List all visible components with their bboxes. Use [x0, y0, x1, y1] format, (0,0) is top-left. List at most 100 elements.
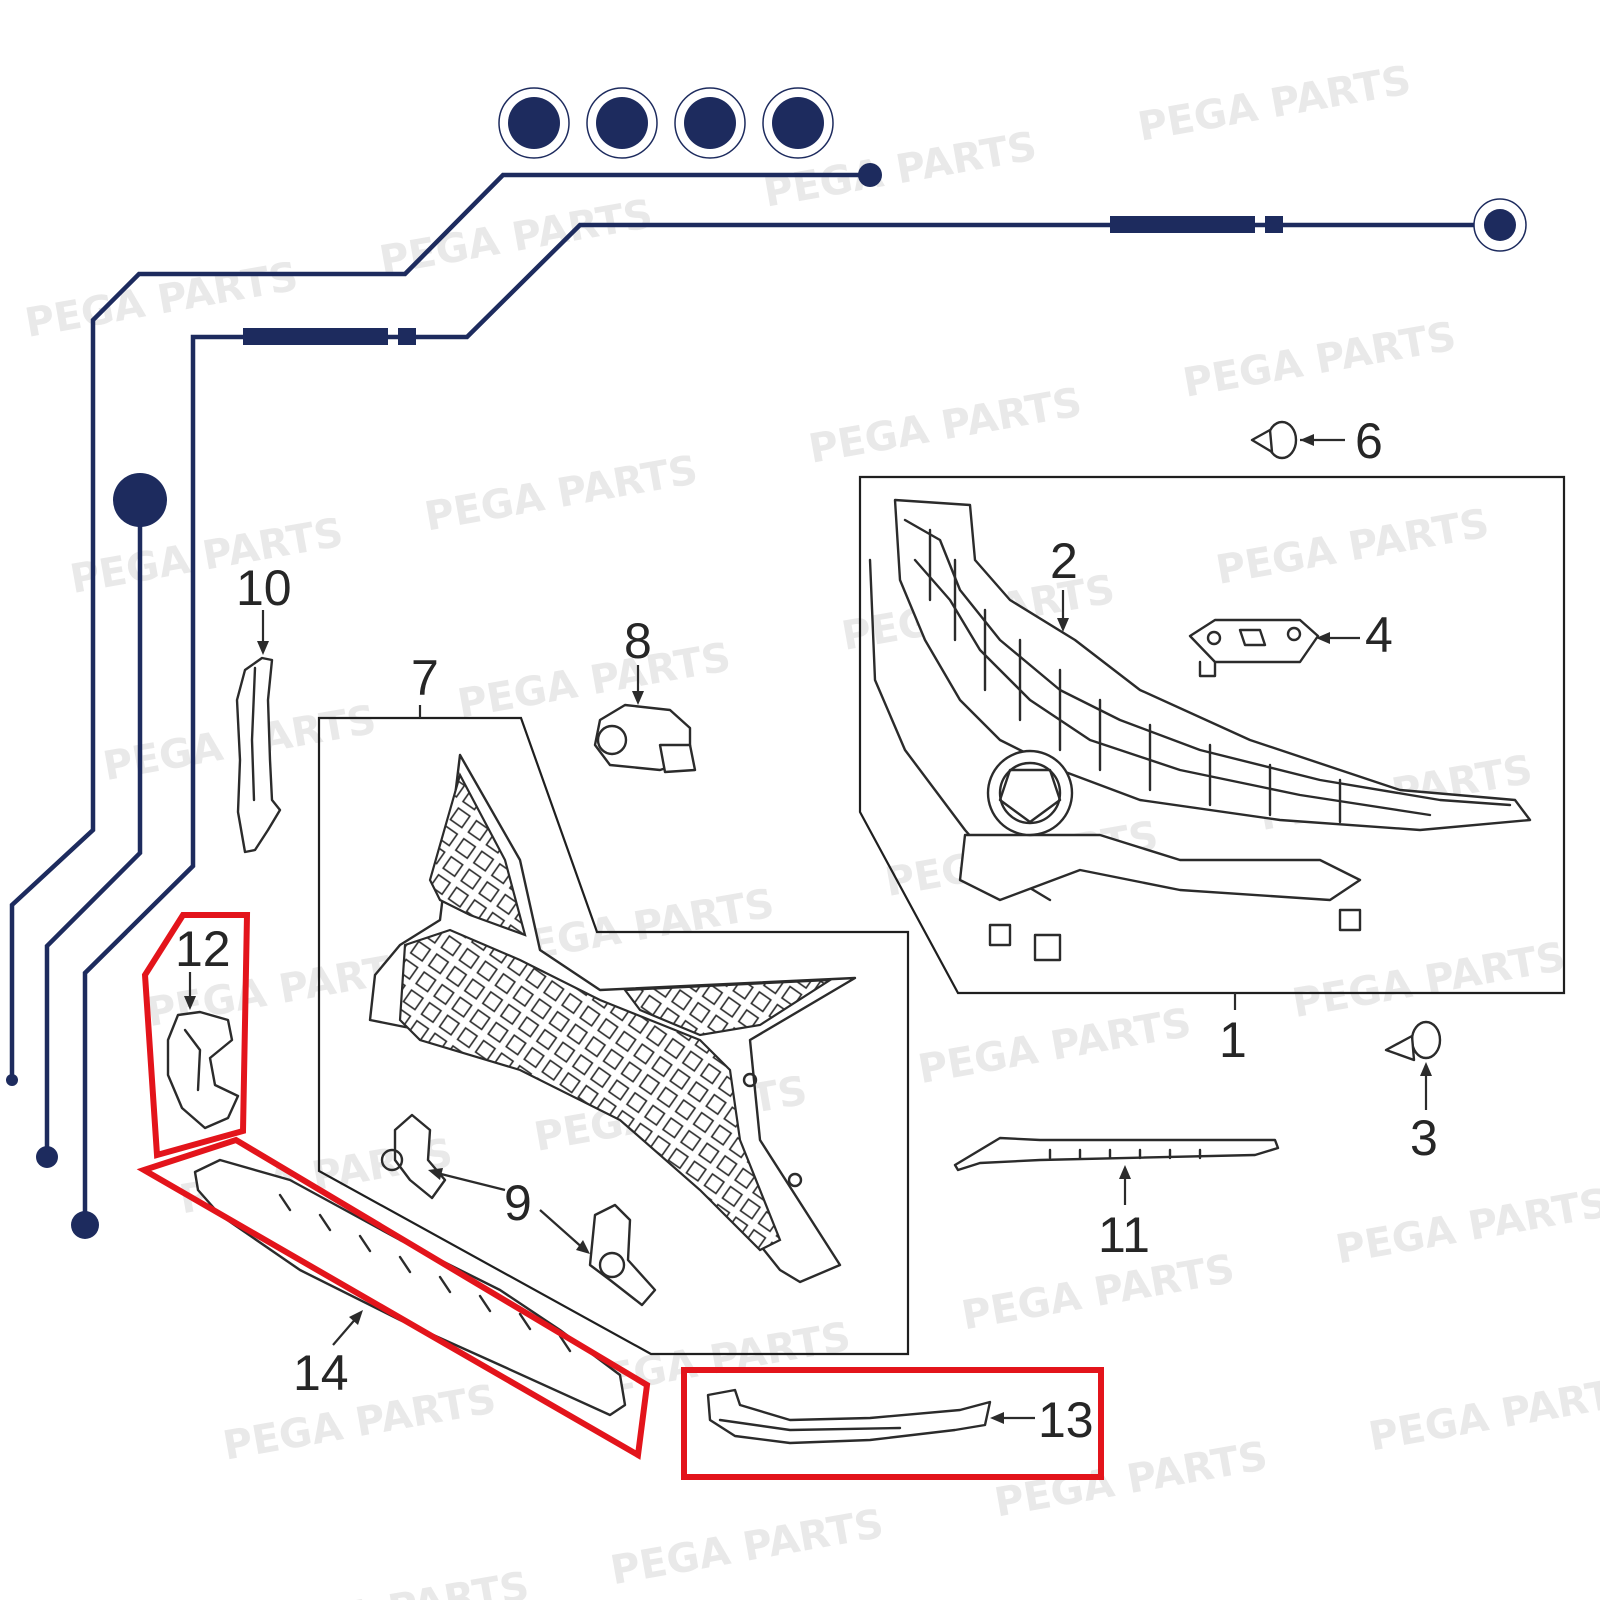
part-8-sensor [593, 703, 697, 774]
circuit-node [858, 163, 882, 187]
bracket-4-hole [1286, 626, 1302, 642]
circuit-trace-2 [82, 222, 1490, 1218]
strip-14-clips [278, 1193, 572, 1353]
watermark-text: PEGA PARTS [1289, 934, 1569, 1027]
emblem-mount [998, 768, 1062, 824]
lower-grille-mesh-right [622, 978, 835, 1037]
watermark-text: PEGA PARTS [67, 510, 347, 603]
strip-14-body [193, 1158, 627, 1417]
sensor-8-connector [658, 743, 697, 774]
watermark-text: PEGA PARTS [1365, 1367, 1600, 1460]
watermark-text: PEGA PARTS [454, 634, 734, 727]
part-6-clip [1250, 420, 1298, 460]
callout-8: 8 [624, 613, 652, 669]
watermark-text: PEGA PARTS [607, 1501, 887, 1594]
part-2-grille-frame [868, 498, 1532, 962]
part-7-lower-grille [368, 753, 857, 1284]
watermark-text: PEGA PARTS [1332, 1180, 1600, 1273]
watermark-text: PEGA PARTS [915, 1000, 1195, 1093]
part-13-lower-trim [706, 1388, 992, 1445]
lower-grille-mesh-upper [428, 772, 527, 937]
clip-3-shank [1384, 1034, 1416, 1062]
lower-grille-hole [787, 1172, 803, 1188]
part-9-bracket-lower [588, 1203, 657, 1307]
bracket-4-clip [1238, 628, 1267, 647]
dot-4 [772, 97, 824, 149]
circuit-node [1484, 209, 1516, 241]
leader-9b [539, 1209, 586, 1251]
sensor-8-face [596, 724, 628, 756]
part-14-lower-strip [193, 1158, 627, 1417]
bracket-9b-body [588, 1203, 657, 1307]
clip-3-head [1410, 1020, 1442, 1060]
callout-11: 11 [1098, 1207, 1150, 1263]
callout-3: 3 [1410, 1110, 1438, 1166]
leader-9a [432, 1170, 506, 1192]
highlight-box-13 [681, 1367, 1104, 1480]
part-12-bracket [166, 1010, 240, 1130]
dot-2 [596, 97, 648, 149]
bracket-12-body [166, 1010, 240, 1130]
arrowhead-9a [428, 1168, 443, 1180]
part-11-trim-strip [953, 1136, 1280, 1172]
arrowhead-12 [184, 996, 196, 1010]
assembly-1-group-box [858, 475, 1566, 995]
bracket-4-tab [1198, 660, 1217, 678]
circuit-trace-3 [44, 500, 143, 1150]
watermark-text: PEGA PARTS [253, 1563, 533, 1600]
part-10-side-molding [235, 656, 282, 854]
watermark-text: PEGA PARTS [1134, 57, 1414, 150]
highlight-box-14 [136, 1136, 651, 1460]
callout-7: 7 [411, 650, 439, 706]
arrowhead-3 [1420, 1062, 1432, 1076]
callout-13: 13 [1038, 1392, 1094, 1448]
watermark-text: PEGA PARTS [1213, 501, 1493, 594]
circuit-trace-1 [9, 172, 870, 1076]
trim-11-body [953, 1136, 1280, 1172]
highlight-box-12 [141, 912, 251, 1159]
callout-14: 14 [293, 1345, 349, 1401]
circuit-node [6, 1074, 18, 1086]
arrowhead-6 [1300, 434, 1314, 446]
dot-1 [508, 97, 560, 149]
arrowhead-10 [257, 641, 269, 655]
molding-10-body [235, 656, 282, 854]
callout-6: 6 [1355, 413, 1383, 469]
bracket-9b-hole [598, 1251, 626, 1279]
clip-6-shank [1250, 428, 1274, 454]
lower-grille-hole [742, 1072, 758, 1088]
grille-frame-body [893, 498, 1532, 832]
circuit-bar [398, 328, 416, 345]
watermark-text: PEGA PARTS [805, 379, 1085, 472]
circuit-node [113, 473, 167, 527]
part-4-bracket [1188, 618, 1320, 678]
lower-grille-mesh-main [398, 928, 782, 1252]
circuit-node [36, 1146, 58, 1168]
watermark-text: PEGA PARTS [220, 1376, 500, 1469]
watermark-text: PEGA PARTS [376, 191, 656, 284]
arrowhead-8 [632, 691, 644, 705]
dot-3 [684, 97, 736, 149]
bracket-4-hole [1206, 630, 1222, 646]
callout-1: 1 [1219, 1012, 1247, 1068]
assembly-7-group-box [317, 716, 910, 1356]
callout-10: 10 [236, 560, 292, 616]
trim-13-edge [718, 1418, 902, 1432]
circuit-decoration [6, 87, 1527, 1239]
callout-2: 2 [1050, 533, 1078, 589]
watermark-text: PEGA PARTS [421, 447, 701, 540]
grille-mount-tabs [988, 908, 1362, 962]
arrowhead-2 [1057, 618, 1069, 632]
molding-10-edge [250, 666, 257, 802]
arrowhead-11 [1119, 1165, 1131, 1179]
trim-11-clips [1048, 1148, 1202, 1160]
circuit-node [71, 1211, 99, 1239]
callout-9: 9 [504, 1175, 532, 1231]
grille-lower-bar [958, 833, 1362, 902]
bracket-9a-hole [380, 1148, 404, 1172]
circuit-bar [243, 328, 388, 345]
arrowhead-9b [576, 1240, 590, 1254]
arrowhead-13 [990, 1412, 1004, 1424]
bracket-12-edge [183, 1028, 202, 1092]
